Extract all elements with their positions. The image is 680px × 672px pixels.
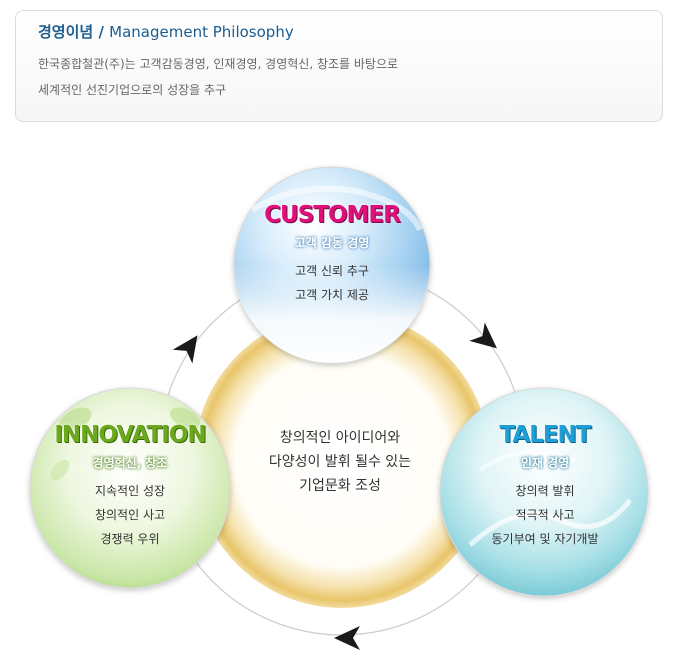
customer-block: CUSTOMER 고객 감동 경영 고객 신뢰 추구 고객 가치 제공 — [232, 200, 432, 307]
intro-line-2: 세계적인 선진기업으로의 성장을 추구 — [38, 83, 227, 97]
arrow-head-icon — [172, 335, 198, 364]
innovation-heading: INNOVATION — [54, 422, 206, 448]
title-korean: 경영이념 — [38, 23, 94, 41]
innovation-item: 경쟁력 우위 — [100, 532, 160, 546]
innovation-block: INNOVATION 경영혁신, 창조 지속적인 성장 창의적인 사고 경쟁력 … — [30, 420, 230, 551]
arrow-head-icon — [469, 322, 497, 349]
innovation-item: 지속적인 성장 — [94, 484, 166, 498]
innovation-subtitle: 경영혁신, 창조 — [92, 456, 168, 470]
talent-item: 동기부여 및 자기개발 — [491, 532, 599, 546]
customer-item: 고객 가치 제공 — [295, 288, 369, 302]
center-line: 창의적인 아이디어와 — [279, 430, 401, 446]
innovation-item: 창의적인 사고 — [94, 508, 166, 522]
title-separator: / — [98, 23, 104, 41]
customer-item: 고객 신뢰 추구 — [295, 264, 369, 278]
title-english: Management Philosophy — [109, 23, 294, 41]
talent-item: 창의력 발휘 — [515, 484, 575, 498]
intro-line-1: 한국종합철관(주)는 고객감동경영, 인재경영, 경영혁신, 창조를 바탕으로 — [38, 57, 399, 71]
innovation-circle — [29, 387, 231, 589]
talent-subtitle: 인재 경영 — [520, 456, 570, 470]
talent-circle — [439, 387, 649, 597]
customer-heading: CUSTOMER — [264, 202, 401, 228]
center-line: 다양성이 발휘 될수 있는 — [268, 454, 412, 470]
intro-panel: 경영이념 / Management Philosophy 한국종합철관(주)는 … — [15, 10, 663, 122]
arrow-head-icon — [334, 626, 360, 650]
talent-block: TALENT 인재 경영 창의력 발휘 적극적 사고 동기부여 및 자기개발 — [440, 420, 650, 551]
talent-item: 적극적 사고 — [515, 508, 575, 522]
page-title: 경영이념 / Management Philosophy — [38, 21, 294, 42]
customer-subtitle: 고객 감동 경영 — [294, 236, 370, 250]
center-block: 창의적인 아이디어와 다양성이 발휘 될수 있는 기업문화 조성 — [220, 426, 460, 498]
talent-heading: TALENT — [499, 422, 591, 448]
customer-circle — [233, 166, 431, 364]
center-line: 기업문화 조성 — [299, 478, 381, 494]
center-circle — [194, 312, 490, 608]
